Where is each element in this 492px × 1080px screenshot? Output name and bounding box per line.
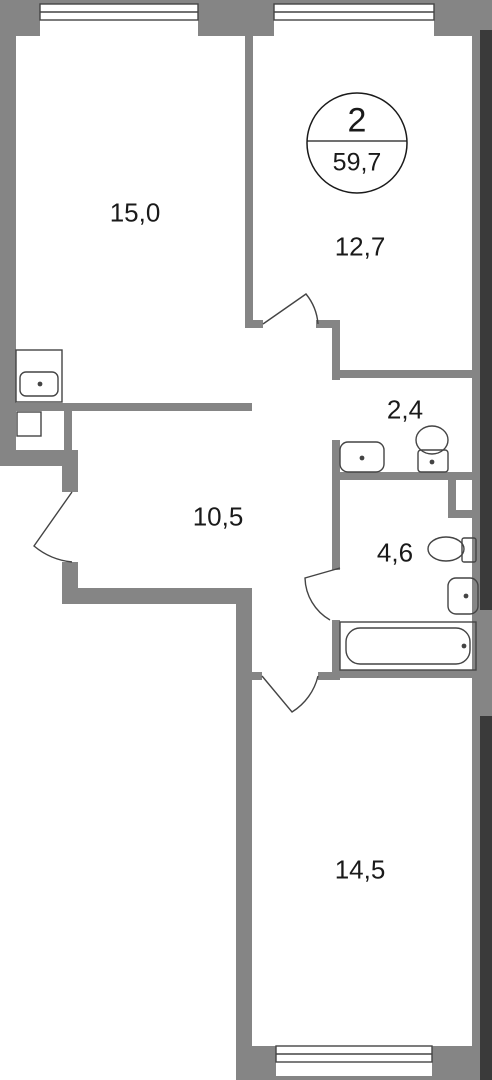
- room-area-bedroom-top-left: 15,0: [109, 197, 161, 228]
- doors: [33, 293, 341, 713]
- windows: [39, 3, 435, 1063]
- room-area-bedroom-top-right: 12,7: [334, 231, 386, 262]
- room-area-hall: 10,5: [192, 501, 244, 532]
- fixtures: [15, 349, 479, 671]
- unit-total-area: 59,7: [332, 148, 382, 177]
- unit-room-count: 2: [347, 101, 367, 140]
- room-area-toilet: 2,4: [386, 394, 424, 425]
- room-area-living-room: 14,5: [334, 854, 386, 885]
- exterior-accent: [480, 30, 492, 1080]
- room-area-bathroom: 4,6: [376, 537, 414, 568]
- fixture-drains: [37, 381, 469, 649]
- unit-badge-icon: [306, 92, 408, 194]
